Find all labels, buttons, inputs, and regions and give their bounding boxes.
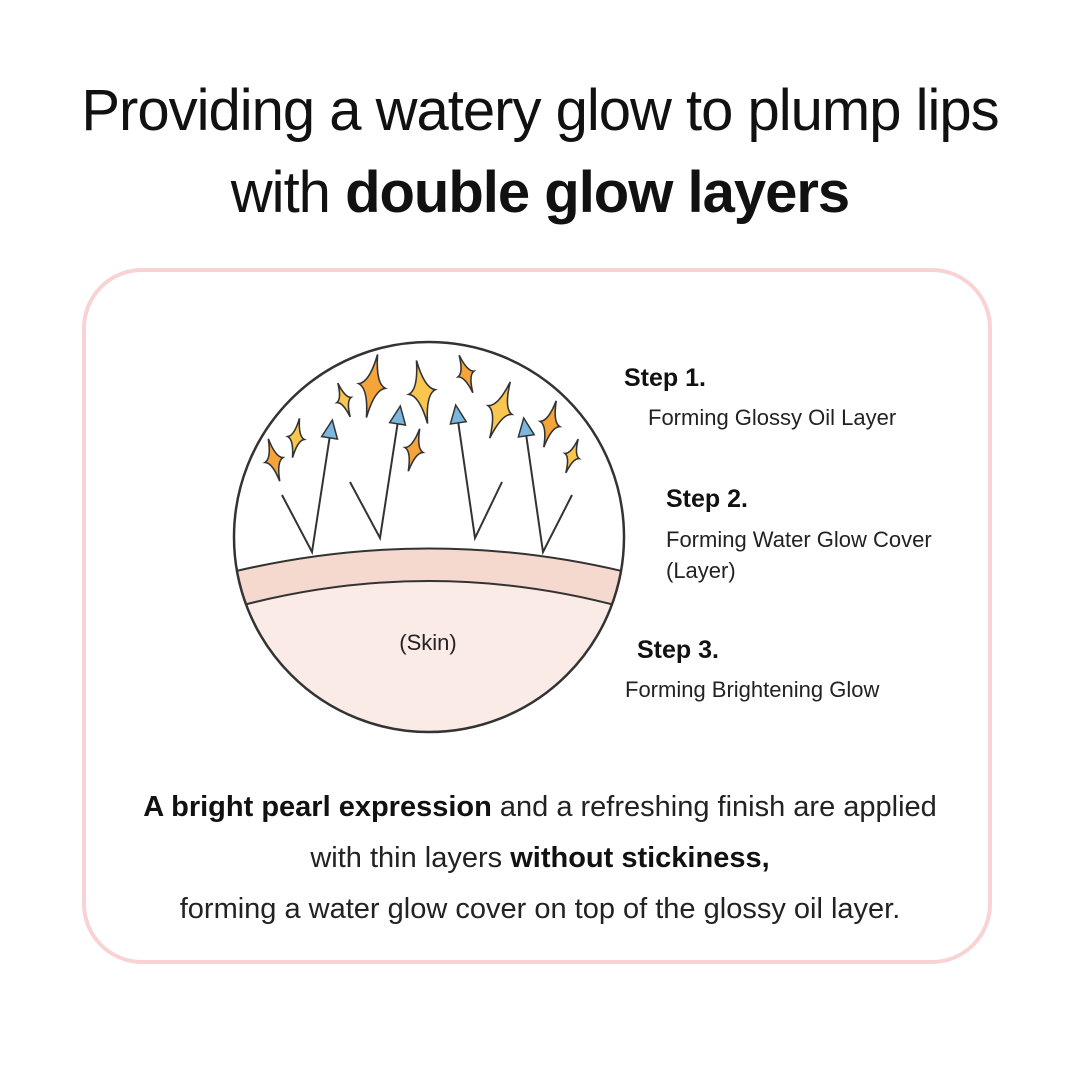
headline-line-2: with double glow layers — [0, 152, 1080, 234]
glow-arrow-line — [455, 406, 503, 542]
arrow-up-icon — [517, 416, 536, 438]
headline-emphasis: double glow layers — [345, 160, 850, 225]
glow-arrows — [281, 403, 573, 556]
step-3: Step 1. Forming Glossy Oil Layer — [624, 364, 896, 433]
skin-layer-diagram — [232, 340, 626, 734]
headline: Providing a watery glow to plump lips wi… — [0, 70, 1080, 234]
step-3-title: Step 1. — [624, 364, 706, 392]
glow-arrow-line — [523, 419, 573, 556]
headline-line-2-prefix: with — [230, 160, 346, 225]
diagram-outline — [232, 340, 626, 734]
summary-line-1-rest: and a refreshing finish are applied — [491, 791, 937, 823]
skin-base — [234, 580, 624, 732]
skin-layer-illustration — [232, 340, 626, 734]
step-2: Step 2. Forming Water Glow Cover (Layer) — [666, 485, 976, 586]
arrow-up-icon — [320, 418, 339, 440]
step-1: Step 3. Forming Brightening Glow — [625, 636, 879, 705]
step-3-description: Forming Glossy Oil Layer — [648, 405, 897, 430]
summary-emphasis-2: without stickiness, — [510, 842, 770, 874]
headline-line-1: Providing a watery glow to plump lips — [81, 78, 999, 143]
glow-arrow-line — [349, 407, 401, 542]
summary-emphasis-1: A bright pearl expression — [143, 791, 492, 823]
arrow-up-icon — [388, 404, 407, 426]
summary-text: A bright pearl expression and a refreshi… — [82, 782, 998, 935]
step-1-title: Step 3. — [637, 636, 719, 664]
step-2-description: Forming Water Glow Cover (Layer) — [666, 527, 932, 583]
step-2-title: Step 2. — [666, 485, 748, 513]
glow-arrow-line — [281, 421, 333, 556]
summary-line-2: with thin layers without stickiness, — [82, 833, 998, 884]
summary-line-2-prefix: with thin layers — [310, 842, 511, 874]
step-1-description: Forming Brightening Glow — [625, 677, 880, 702]
summary-line-3: forming a water glow cover on top of the… — [179, 893, 901, 925]
summary-line-1: A bright pearl expression and a refreshi… — [82, 782, 998, 833]
skin-label: (Skin) — [399, 630, 457, 655]
arrow-up-icon — [449, 403, 468, 425]
